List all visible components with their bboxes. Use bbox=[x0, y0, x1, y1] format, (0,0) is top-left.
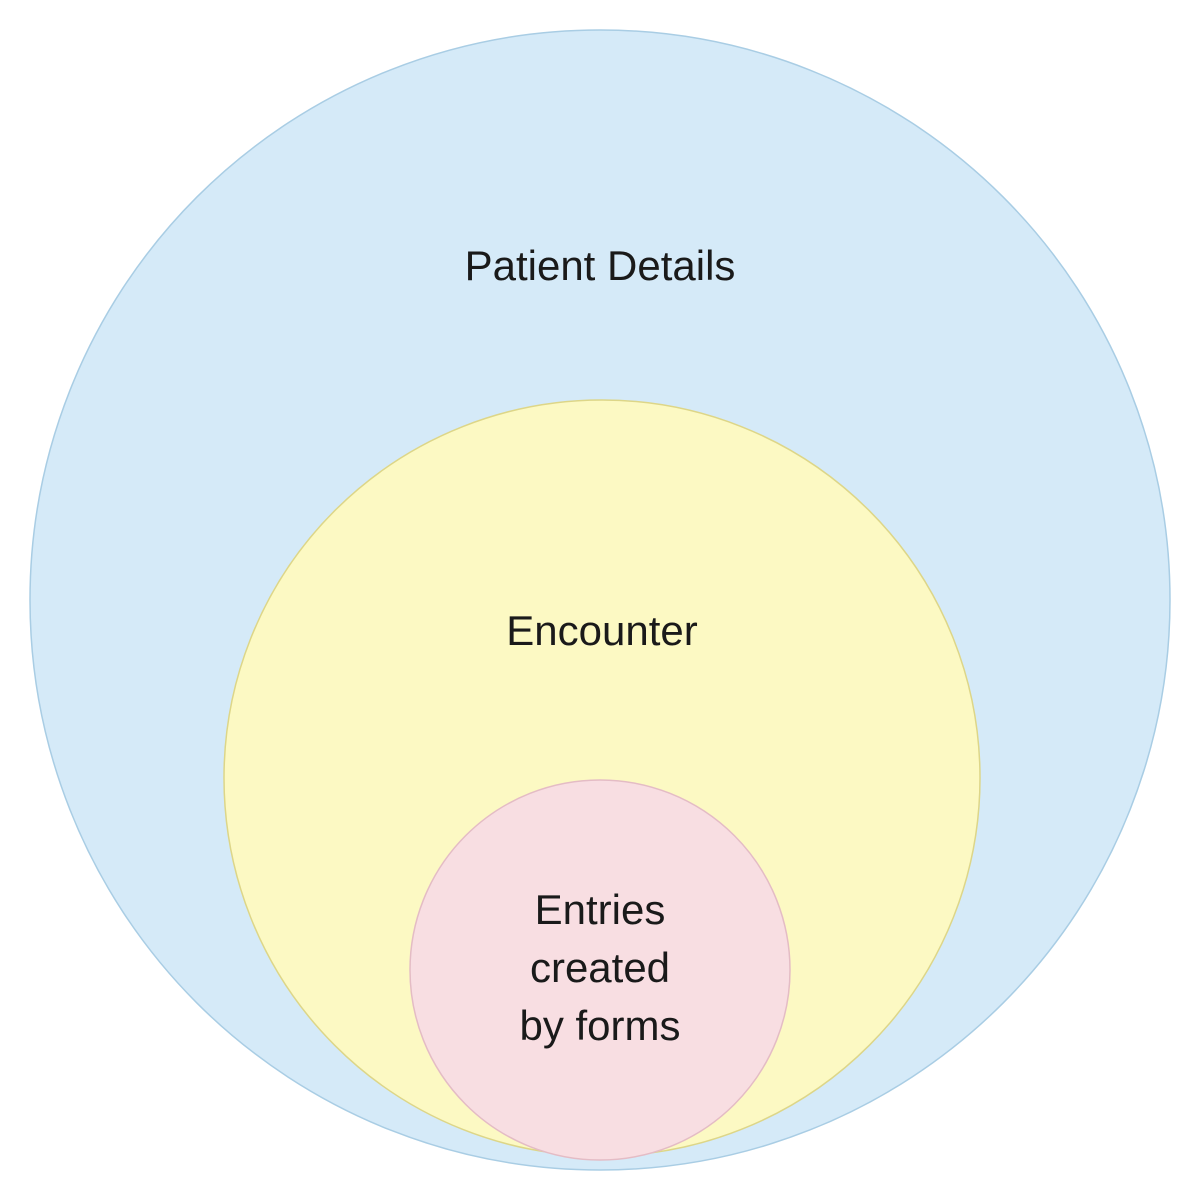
entries-created-by-forms-circle bbox=[409, 779, 791, 1161]
patient-details-label: Patient Details bbox=[465, 242, 736, 289]
entries-label-line-1: Entries bbox=[535, 886, 666, 933]
entries-label-line-3: by forms bbox=[519, 1002, 680, 1049]
entries-label-line-2: created bbox=[530, 944, 670, 991]
encounter-label: Encounter bbox=[506, 607, 697, 654]
